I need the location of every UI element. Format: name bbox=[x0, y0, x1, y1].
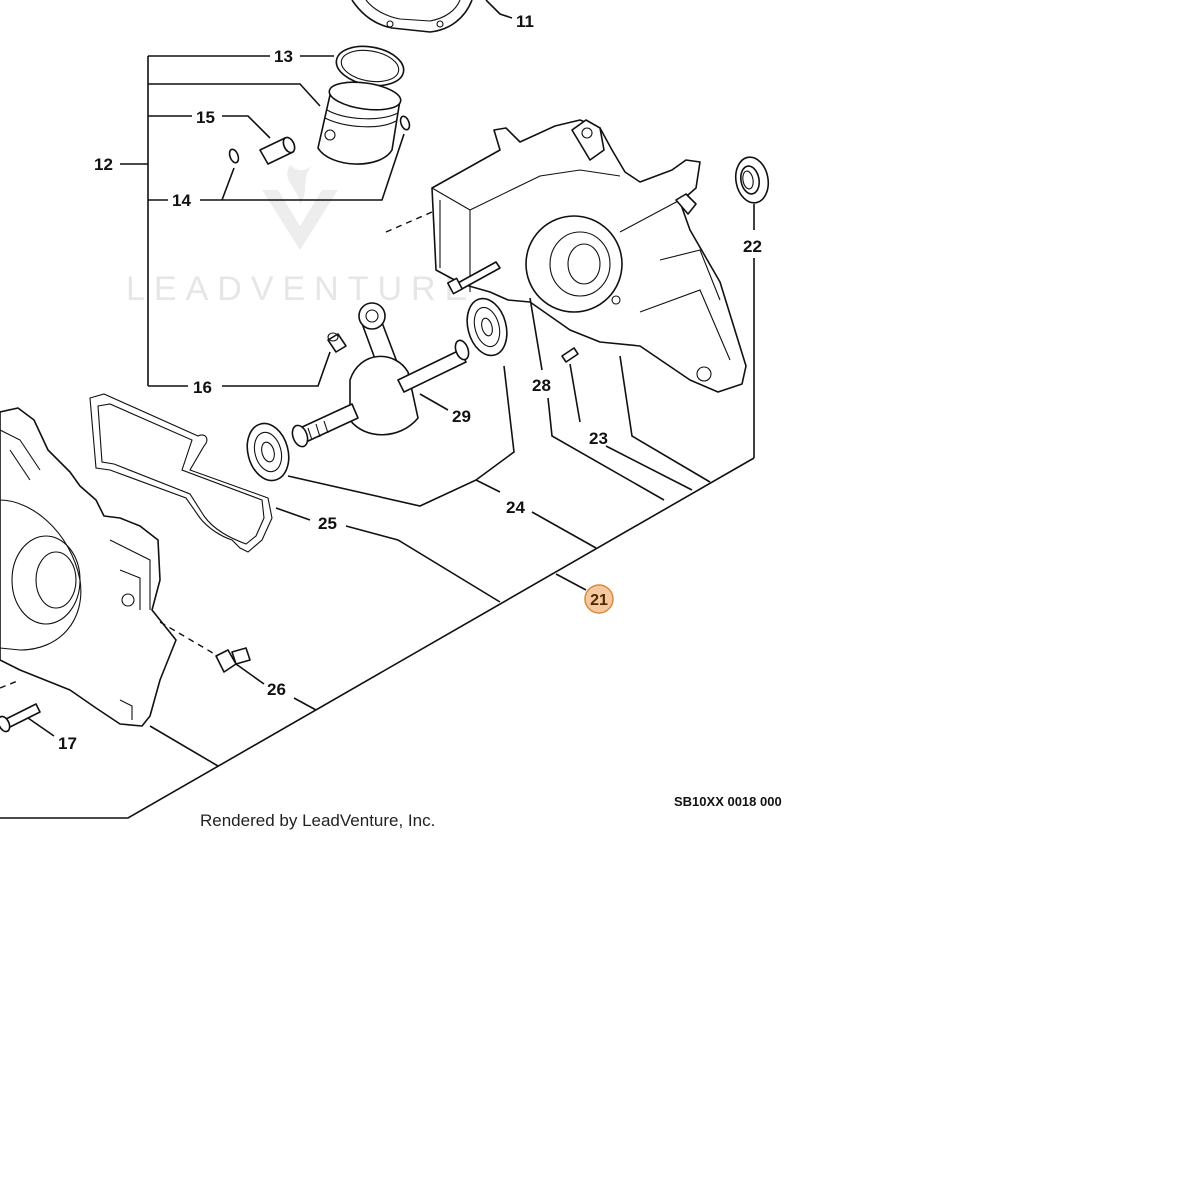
callout-13: 13 bbox=[274, 47, 293, 66]
crankshaft-part bbox=[291, 302, 470, 448]
drawing-code: SB10XX 0018 000 bbox=[674, 794, 782, 809]
dowel-pin-part bbox=[561, 347, 579, 363]
callout-15: 15 bbox=[196, 108, 215, 127]
callout-11: 11 bbox=[516, 12, 534, 31]
circlip-part bbox=[228, 115, 411, 164]
piston-part bbox=[317, 81, 402, 165]
crankcase-left-part bbox=[0, 407, 177, 727]
callout-25: 25 bbox=[318, 514, 337, 533]
callout-16: 16 bbox=[193, 378, 212, 397]
callout-21-badge bbox=[584, 584, 614, 614]
oil-seal-part bbox=[734, 156, 770, 204]
crankcase-right-part bbox=[431, 119, 747, 393]
screw-part bbox=[0, 703, 41, 733]
cylinder-gasket-part bbox=[351, 0, 473, 33]
assembly-lines bbox=[0, 211, 433, 689]
piston-pin-part bbox=[259, 136, 296, 165]
ball-bearing-left-part bbox=[246, 422, 290, 482]
callout-12: 12 bbox=[94, 155, 113, 174]
needle-cage-part bbox=[327, 332, 347, 353]
leader-lines bbox=[0, 0, 755, 819]
callout-22: 22 bbox=[743, 237, 762, 256]
callout-21-highlight[interactable]: 21 bbox=[584, 584, 614, 614]
callout-17: 17 bbox=[58, 734, 77, 753]
callout-28: 28 bbox=[532, 376, 551, 395]
callout-29: 29 bbox=[452, 407, 471, 426]
callout-24: 24 bbox=[506, 498, 525, 517]
callout-14: 14 bbox=[172, 191, 191, 210]
crankcase-gasket-part bbox=[89, 393, 273, 553]
callout-26: 26 bbox=[267, 680, 286, 699]
watermark-logo: LEADVENTURE bbox=[126, 165, 476, 308]
watermark-text: LEADVENTURE bbox=[126, 270, 476, 308]
ball-bearing-right-part bbox=[466, 297, 508, 357]
stud-part bbox=[446, 261, 501, 295]
elbow-fitting-part bbox=[215, 647, 251, 673]
credit-text: Rendered by LeadVenture, Inc. bbox=[200, 811, 435, 830]
callout-21: 21 bbox=[590, 592, 608, 609]
callout-23: 23 bbox=[589, 429, 608, 448]
